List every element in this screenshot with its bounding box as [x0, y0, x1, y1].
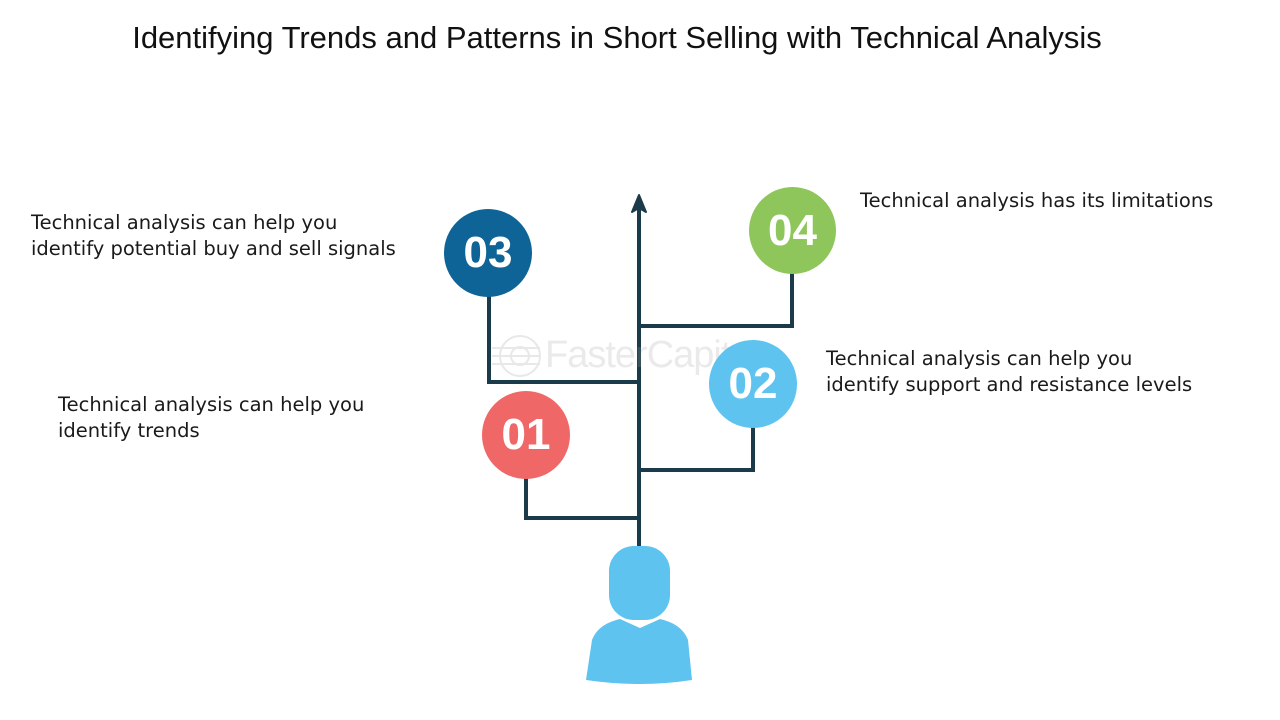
step-03-description: Technical analysis can help you identify… [31, 210, 396, 262]
step-04-line-1: Technical analysis has its limitations [860, 189, 1214, 212]
step-01-line-1: Technical analysis can help you [58, 393, 365, 416]
step-02-description: Technical analysis can help you identify… [826, 346, 1192, 398]
arrow-up-icon [631, 194, 647, 213]
step-02-line-2: identify support and resistance levels [826, 373, 1193, 396]
step-02-badge: 02 [709, 340, 797, 428]
connector-lines [487, 208, 794, 548]
branch-01 [524, 470, 639, 520]
step-02-line-1: Technical analysis can help you [826, 347, 1133, 370]
branch-02 [639, 420, 755, 472]
branch-04 [639, 268, 794, 328]
step-03-badge: 03 [444, 209, 532, 297]
step-04-description: Technical analysis has its limitations [860, 188, 1213, 214]
step-01-badge: 01 [482, 391, 570, 479]
step-03-line-2: identify potential buy and sell signals [31, 237, 396, 260]
step-04-badge: 04 [749, 187, 836, 274]
step-03-line-1: Technical analysis can help you [31, 211, 338, 234]
page-title: Identifying Trends and Patterns in Short… [132, 20, 1102, 55]
step-01-line-2: identify trends [58, 419, 200, 442]
gear-icon [492, 335, 541, 377]
branch-03 [487, 292, 639, 384]
person-icon [586, 546, 692, 684]
step-01-description: Technical analysis can help you identify… [58, 392, 364, 444]
